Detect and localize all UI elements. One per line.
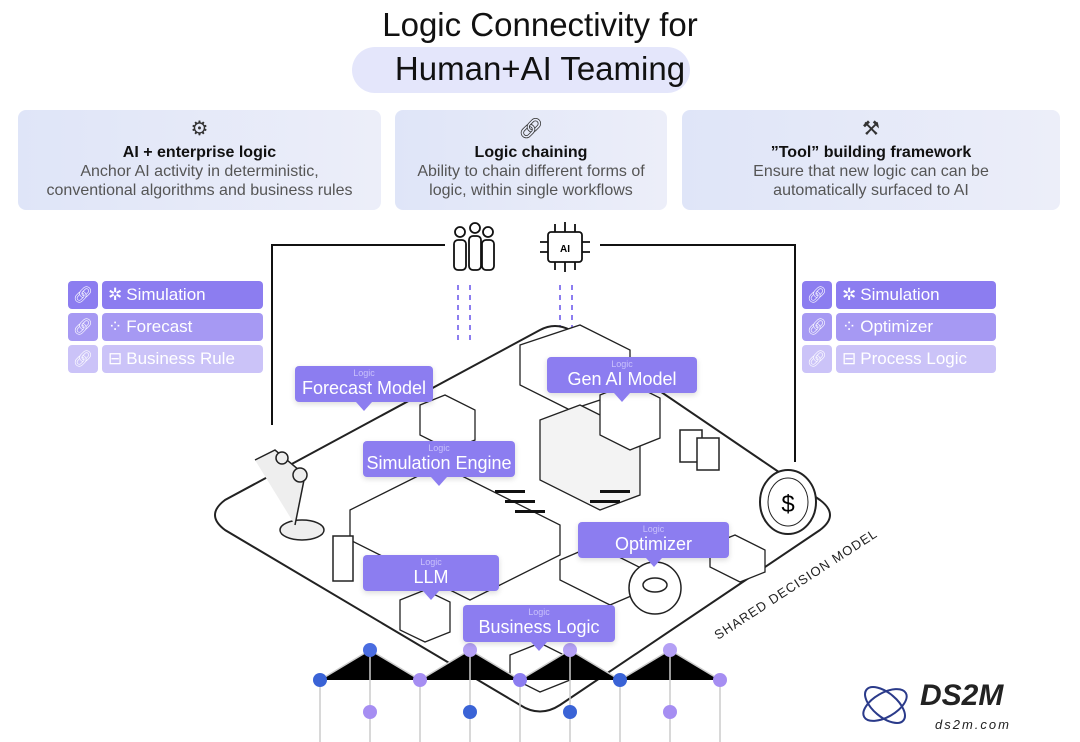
report-icon — [332, 429, 720, 582]
card-desc: Anchor AI activity in deterministic, — [80, 163, 319, 180]
panel-item-business-rule[interactable]: 🔗︎ ⊟Business Rule — [68, 345, 263, 373]
flow-icon: ⊟ — [108, 349, 123, 368]
card-desc: logic, within single workflows — [429, 182, 633, 199]
link-icon: 🔗︎ — [802, 345, 832, 373]
card-desc: conventional algorithms and business rul… — [46, 182, 353, 199]
flow-icon: ⊟ — [842, 349, 857, 368]
gear-sparkle-icon: ⚙ — [190, 118, 209, 140]
tools-icon: ⚒ — [862, 118, 880, 140]
tag-sub: Logic — [353, 368, 375, 378]
watermark-name: DS2M — [920, 679, 1004, 712]
card-logic-chaining: 🔗︎ Logic chaining Ability to chain diffe… — [395, 110, 667, 210]
link-icon: 🔗︎ — [68, 345, 98, 373]
tag-sub: Logic — [642, 524, 665, 534]
people-icon — [453, 222, 495, 271]
connector-lines — [271, 244, 796, 462]
panel-item-label: Process Logic — [860, 349, 968, 368]
right-logic-panel: 🔗︎ ✲Simulation 🔗︎ ⁘Optimizer 🔗︎ ⊟Process Lo… — [802, 281, 996, 373]
dots-grid-icon: ⁘ — [842, 317, 857, 336]
chip-pins — [495, 490, 630, 513]
panel-item-process-logic[interactable]: 🔗︎ ⊟Process Logic — [802, 345, 996, 373]
tag-label: LLM — [413, 567, 449, 587]
network-grid — [313, 643, 727, 742]
panel-item-label: Simulation — [860, 285, 940, 304]
page-subtitle: Human+AI Teaming — [394, 50, 686, 87]
dots-grid-icon: ⁘ — [108, 317, 123, 336]
card-heading: Logic chaining — [474, 144, 588, 161]
panel-item-label: Simulation — [126, 285, 206, 304]
ai-chip-icon — [540, 222, 590, 272]
panel-item-forecast[interactable]: 🔗︎ ⁘Forecast — [68, 313, 263, 341]
tag-label: Simulation Engine — [366, 453, 512, 473]
link-icon: 🔗︎ — [518, 118, 544, 140]
tag-label: Forecast Model — [301, 378, 427, 398]
link-icon: 🔗︎ — [68, 281, 98, 309]
page-title: Logic Connectivity for — [382, 6, 698, 43]
network-icon: ✲ — [108, 285, 123, 304]
robot-arm-icon — [254, 449, 325, 541]
chip-label: AI — [560, 244, 570, 255]
tag-sub: Logic — [611, 359, 633, 369]
panel-item-optimizer[interactable]: 🔗︎ ⁘Optimizer — [802, 313, 996, 341]
panel-item-label: Business Rule — [126, 349, 235, 368]
tag-label: Business Logic — [478, 617, 600, 637]
network-icon: ✲ — [842, 285, 857, 304]
link-icon: 🔗︎ — [68, 313, 98, 341]
panel-item-label: Optimizer — [860, 317, 933, 336]
link-icon: 🔗︎ — [802, 281, 832, 309]
card-heading: ”Tool” building framework — [770, 144, 972, 161]
link-icon: 🔗︎ — [802, 313, 832, 341]
card-tool-framework: ⚒ ”Tool” building framework Ensure that … — [682, 110, 1060, 210]
watermark-url: ds2m.com — [935, 717, 1011, 732]
gear-icon — [628, 561, 682, 615]
dollar-sign: $ — [781, 491, 794, 518]
tag-sub: Logic — [528, 607, 550, 617]
card-desc: Ability to chain different forms of — [417, 163, 645, 180]
left-logic-panel: 🔗︎ ✲Simulation 🔗︎ ⁘Forecast 🔗︎ ⊟Business Ru… — [68, 281, 263, 373]
panel-item-simulation[interactable]: 🔗︎ ✲Simulation — [68, 281, 263, 309]
card-desc: automatically surfaced to AI — [773, 182, 969, 199]
tag-label: Gen AI Model — [567, 369, 677, 389]
tag-sub: Logic — [420, 557, 442, 567]
card-ai-enterprise-logic: ⚙ AI + enterprise logic Anchor AI activi… — [18, 110, 381, 210]
ds2m-logo-icon — [862, 686, 908, 724]
panel-item-simulation[interactable]: 🔗︎ ✲Simulation — [802, 281, 996, 309]
panel-item-label: Forecast — [126, 317, 193, 336]
card-heading: AI + enterprise logic — [122, 144, 277, 161]
tag-label: Optimizer — [614, 534, 692, 554]
tag-sub: Logic — [428, 443, 450, 453]
card-desc: Ensure that new logic can can be — [753, 163, 989, 180]
title-highlight — [352, 47, 690, 93]
dollar-coin-icon — [759, 469, 817, 535]
